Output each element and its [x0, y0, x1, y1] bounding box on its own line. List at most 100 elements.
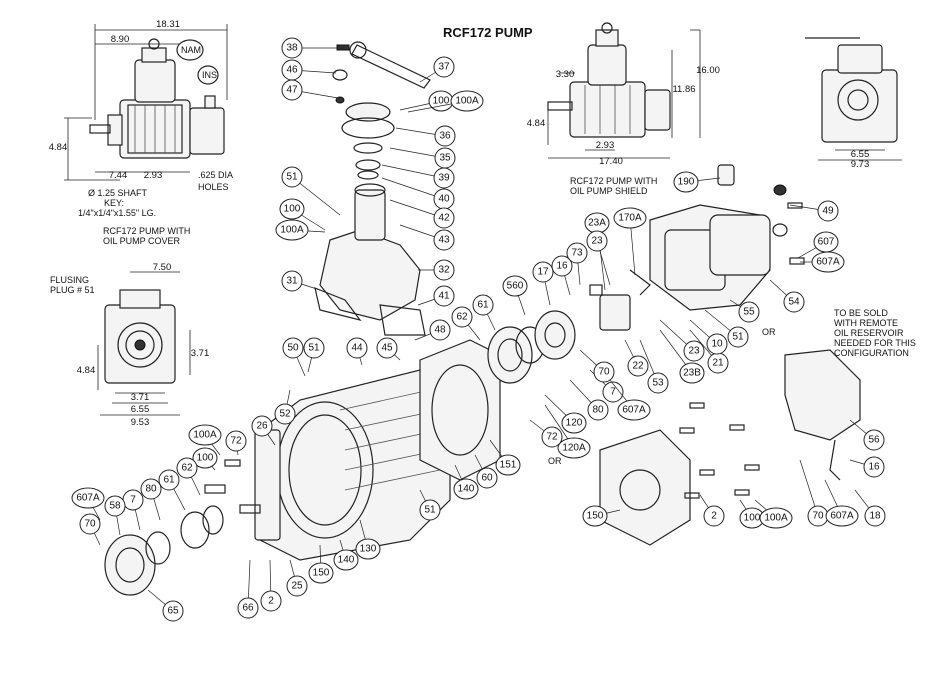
callout-607: 607	[797, 231, 839, 259]
callout-label: 45	[381, 343, 393, 354]
callout-41: 41	[417, 285, 455, 307]
caption-cover-2: OIL PUMP COVER	[103, 236, 181, 246]
label-ins: INS	[202, 70, 217, 80]
callout-61: 61	[158, 469, 186, 511]
callout-10: 10	[689, 319, 728, 355]
dim-far-655: 6.55	[851, 149, 870, 160]
callout-73: 73	[566, 242, 588, 286]
callout-label: 151	[500, 460, 517, 471]
callout-label: 62	[456, 312, 468, 323]
callout-36: 36	[395, 125, 456, 147]
callout-100: 100	[192, 447, 218, 471]
callout-label: 61	[477, 300, 489, 311]
callout-label: 7	[130, 495, 136, 506]
side-view-oil-pump-cover: 18.31 8.90 4.84 7.44 2.93 .625 DIA HOLES…	[49, 19, 233, 246]
callout-58: 58	[104, 495, 126, 536]
side-view-oil-pump-shield: 3.30 16.00 11.86 4.84 2.93 17.40 RCF172 …	[527, 22, 720, 196]
callout-label: 61	[163, 475, 175, 486]
callout-25: 25	[286, 559, 308, 597]
far-right-front-view: 6.55 9.73	[805, 37, 902, 170]
callout-label: 36	[439, 131, 451, 142]
front-view: FLUSING PLUG # 51 7.50 3.71 4.84 3.71 6.…	[50, 262, 209, 428]
dim-left-height: 4.84	[49, 142, 68, 153]
callout-label: 48	[434, 325, 446, 336]
callout-60: 60	[474, 454, 498, 489]
dim-front-750: 7.50	[153, 262, 172, 273]
callout-42: 42	[389, 199, 455, 229]
callout-16: 16	[551, 255, 573, 296]
callout-70: 70	[799, 459, 829, 527]
callout-label: 41	[438, 291, 450, 302]
callout-32: 32	[418, 259, 455, 281]
reservoir-note-5: CONFIGURATION	[834, 348, 909, 358]
callout-23: 23	[586, 230, 611, 286]
callout-label: 46	[286, 65, 298, 76]
caption-shield-2: OIL PUMP SHIELD	[570, 186, 648, 196]
reservoir-note-1: TO BE SOLD	[834, 308, 888, 318]
callout-17: 17	[532, 261, 554, 306]
callout-2: 2	[699, 494, 725, 527]
callout-label: 10	[711, 339, 723, 350]
callout-label: 37	[438, 62, 450, 73]
caption-plug-1: FLUSING	[50, 275, 89, 285]
callout-40: 40	[381, 177, 455, 210]
callout-46: 46	[281, 59, 337, 81]
callout-607A: 607A	[824, 479, 859, 527]
callout-72: 72	[529, 419, 563, 448]
label-key: KEY:	[104, 198, 124, 208]
callout-130: 130	[355, 519, 381, 560]
callout-label: 607A	[816, 257, 840, 268]
callout-label: 100A	[280, 225, 304, 236]
callout-label: 55	[743, 307, 755, 318]
callout-66: 66	[237, 559, 259, 619]
callout-label: 7	[610, 387, 616, 398]
callout-label: 47	[286, 85, 298, 96]
dim-overall-width: 18.31	[156, 19, 180, 30]
callout-52: 52	[274, 389, 296, 425]
callout-label: 23	[688, 346, 700, 357]
nam-bubble	[176, 39, 204, 61]
callout-120: 120	[544, 394, 587, 434]
callout-560: 560	[502, 275, 528, 316]
diagram-title: RCF172 PUMP	[443, 25, 533, 40]
callout-label: 62	[181, 463, 193, 474]
callout-label: 120	[566, 418, 583, 429]
callout-label: 100	[284, 204, 301, 215]
callout-label: 51	[286, 172, 298, 183]
callout-label: 100A	[455, 96, 479, 107]
callout-label: 54	[788, 297, 800, 308]
bolts-field	[679, 402, 760, 499]
callout-label: 51	[424, 505, 436, 516]
label-holes-1: .625 DIA	[198, 170, 233, 180]
label-holes-2: HOLES	[198, 182, 229, 192]
remote-reservoir-cover	[784, 349, 861, 481]
fittings-right	[589, 164, 805, 331]
callout-label: 170A	[618, 213, 642, 224]
or-label-2: OR	[548, 456, 562, 466]
callout-label: 120A	[562, 443, 586, 454]
callout-55: 55	[729, 299, 760, 323]
callout-label: 43	[438, 235, 450, 246]
callout-56: 56	[849, 419, 885, 451]
dim-right-293: 2.93	[596, 140, 615, 151]
callout-48: 48	[414, 319, 451, 341]
callout-80: 80	[140, 478, 162, 521]
callout-label: 35	[439, 153, 451, 164]
callout-label: 73	[571, 248, 583, 259]
callout-18: 18	[854, 489, 886, 527]
callout-label: 42	[438, 213, 450, 224]
callout-51: 51	[281, 166, 341, 216]
callout-51: 51	[704, 309, 749, 348]
callout-label: 31	[286, 276, 298, 287]
dim-front-953: 9.53	[131, 417, 150, 428]
callout-51: 51	[303, 337, 325, 373]
callout-label: 66	[242, 603, 254, 614]
callout-label: 58	[109, 501, 121, 512]
dim-right-1186: 11.86	[672, 84, 695, 95]
main-housing	[239, 369, 451, 561]
label-key-size: 1/4"x1/4"x1.55" LG.	[78, 208, 156, 218]
callout-label: 25	[291, 581, 303, 592]
dim-front-371-right: 3.71	[191, 348, 210, 359]
callout-label: 2	[711, 511, 717, 522]
